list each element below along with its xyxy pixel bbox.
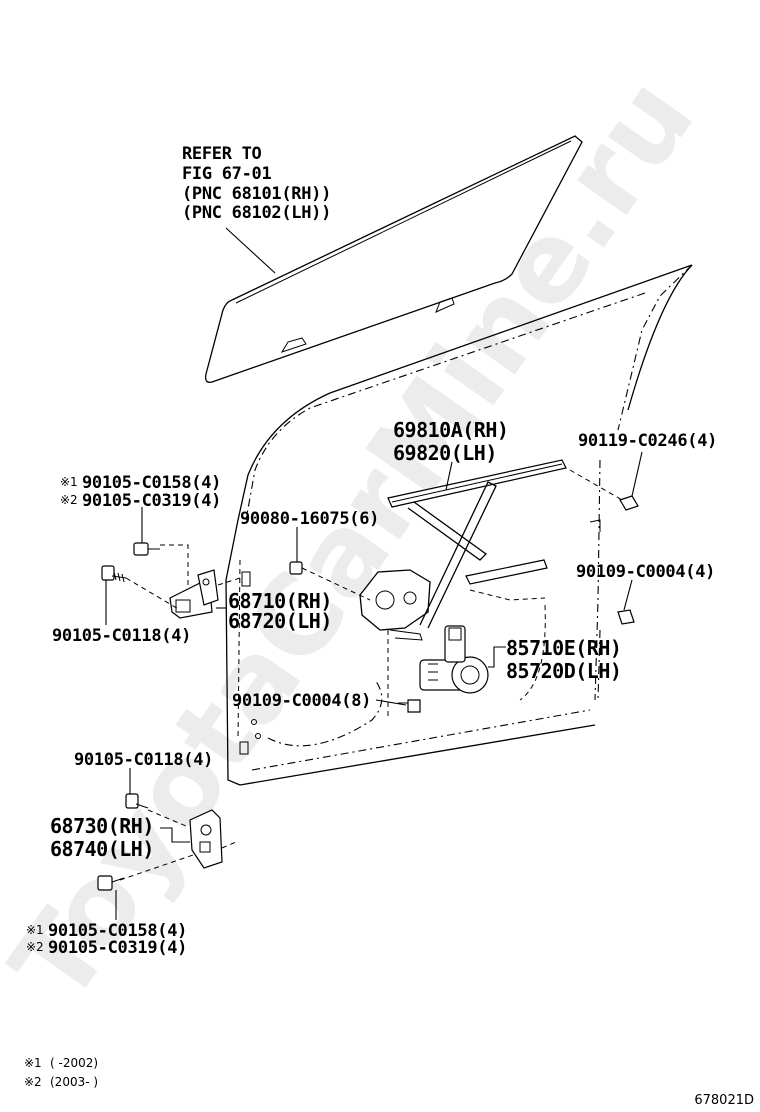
marker-upper-1: ※1 (60, 475, 78, 489)
label-bolt-lower-1: 90105-C0158(4) (48, 921, 187, 941)
footnote-2-marker: ※2 (24, 1075, 42, 1089)
label-bolt-90109-lower: 90109-C0004(8) (232, 691, 371, 711)
label-hinge-upper-lh: 68720(LH) (228, 609, 332, 633)
marker-lower-1: ※1 (26, 923, 44, 937)
door-frame (225, 264, 693, 786)
label-bolt-lower-2: 90105-C0319(4) (48, 938, 187, 958)
window-regulator (359, 459, 567, 720)
refer-to-note: REFER TO FIG 67-01 (PNC 68101(RH)) (PNC … (182, 144, 331, 223)
upper-hinge (125, 544, 241, 619)
label-bolt-90105-c0118-a: 90105-C0118(4) (52, 626, 191, 646)
bolt-icon-90109-right (617, 609, 635, 625)
refer-to-line4: (PNC 68102(LH)) (182, 203, 331, 223)
footnotes: ※1 ( -2002) ※2 (2003- ) (24, 1056, 98, 1089)
bolt-icon-90109-lower (398, 699, 421, 713)
refer-to-line2: FIG 67-01 (182, 164, 271, 184)
leader-lines (105, 451, 643, 920)
refer-to-line3: (PNC 68101(RH)) (182, 184, 331, 204)
label-regulator-lh: 69820(LH) (393, 441, 497, 465)
refer-to-line1: REFER TO (182, 144, 262, 164)
lower-hinge (119, 809, 237, 881)
label-motor-lh: 85720D(LH) (506, 659, 621, 683)
label-bolt-90119: 90119-C0246(4) (578, 431, 717, 451)
label-hinge-lower-rh: 68730(RH) (50, 814, 154, 838)
label-bolt-90105-c0118-b: 90105-C0118(4) (74, 750, 213, 770)
footnote-2-text: (2003- ) (50, 1075, 98, 1089)
label-motor-rh: 85710E(RH) (506, 636, 621, 660)
bolt-icon-lower-hinge-top (125, 793, 149, 809)
figure-id: 678021D (694, 1093, 754, 1108)
bolt-icon-90119 (569, 469, 639, 511)
label-bolt-upper-1: 90105-C0158(4) (82, 473, 221, 493)
label-hinge-lower-lh: 68740(LH) (50, 837, 154, 861)
label-bolt-90109-right: 90109-C0004(4) (576, 562, 715, 582)
footnote-1-text: ( -2002) (50, 1056, 98, 1070)
door-glass (204, 135, 583, 383)
label-hinge-upper-rh: 68710(RH) (228, 589, 332, 613)
label-regulator-rh: 69810A(RH) (393, 418, 508, 442)
label-bolt-90080: 90080-16075(6) (240, 509, 379, 529)
bolt-icon-upper-hinge-side (101, 565, 127, 583)
label-bolt-upper-2: 90105-C0319(4) (82, 491, 221, 511)
footnote-1-marker: ※1 (24, 1056, 42, 1070)
window-motor (419, 625, 489, 694)
marker-lower-2: ※2 (26, 940, 44, 954)
bolt-icon-lower-hinge-bottom (97, 875, 125, 891)
marker-upper-2: ※2 (60, 493, 78, 507)
bolt-icon-regulator-90080 (289, 561, 371, 601)
bolt-icon-upper-hinge-top (133, 542, 160, 556)
